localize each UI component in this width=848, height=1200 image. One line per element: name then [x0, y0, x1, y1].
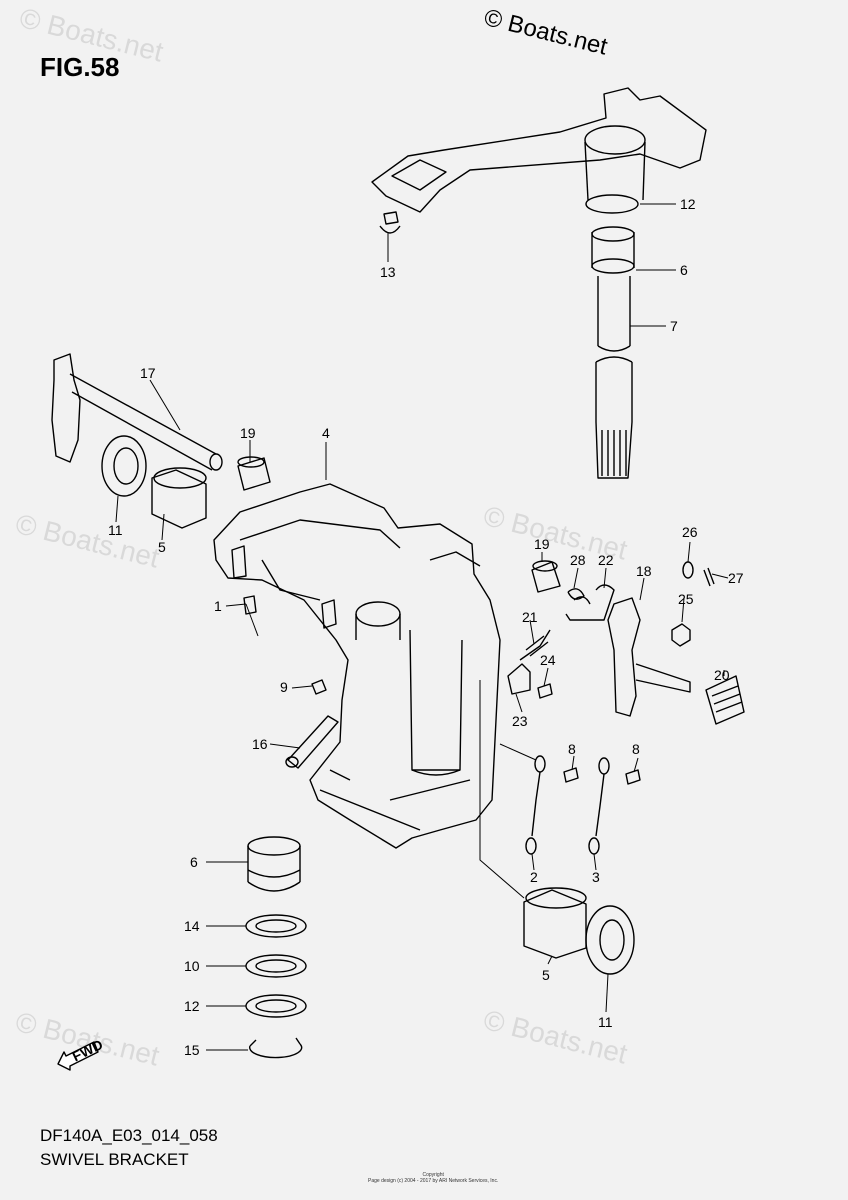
callout-17: 17 — [140, 365, 156, 381]
washer-10 — [245, 954, 307, 978]
fineprint-line-2: Page design (c) 2004 - 2017 by ARI Netwo… — [368, 1178, 499, 1184]
diagram-name: SWIVEL BRACKET — [40, 1150, 189, 1169]
callout-2: 2 — [530, 869, 538, 885]
callout-4: 4 — [322, 425, 330, 441]
bushing-5-left — [151, 467, 207, 529]
callout-22: 22 — [598, 552, 614, 568]
ground-wire-2 — [525, 755, 546, 855]
callout-8-left: 8 — [568, 741, 576, 757]
callout-11-right: 11 — [598, 1014, 613, 1030]
bolt-8-right — [625, 769, 641, 785]
washer-11-left — [101, 435, 147, 497]
fineprint-line-1: Copyright — [422, 1172, 444, 1178]
knob-20 — [705, 675, 745, 725]
washer-26 — [682, 561, 694, 579]
callout-15: 15 — [184, 1042, 200, 1058]
washer-11-right — [585, 905, 635, 975]
figure-title: FIG.58 — [40, 52, 120, 82]
callout-6-bottom: 6 — [190, 854, 198, 870]
callout-19-right: 19 — [534, 536, 550, 552]
bolt-24 — [537, 683, 553, 699]
callout-26: 26 — [682, 524, 698, 540]
steering-shaft — [585, 194, 639, 479]
callout-14: 14 — [184, 918, 200, 934]
cotter-pin-27 — [703, 567, 715, 587]
plate-23 — [507, 663, 531, 695]
callout-7: 7 — [670, 318, 678, 334]
snap-ring-15 — [249, 1037, 303, 1059]
steering-arm — [371, 87, 707, 213]
collar-19-right — [531, 560, 561, 593]
callout-5-left: 5 — [158, 539, 166, 555]
collar-19-left — [237, 456, 271, 491]
bushing-6-lower — [247, 836, 301, 892]
callout-20: 20 — [714, 667, 730, 683]
spring-21 — [519, 629, 551, 661]
callout-8-right: 8 — [632, 741, 640, 757]
callout-6-top: 6 — [680, 262, 688, 278]
nut-25 — [671, 623, 691, 647]
bolt-9 — [311, 679, 327, 695]
tilt-lock-shaft — [51, 353, 223, 471]
fwd-label: FWD — [70, 1036, 102, 1064]
callout-labels: 12 6 7 13 17 19 4 11 5 1 9 16 19 28 22 1… — [108, 196, 744, 1058]
callout-12-top: 12 — [680, 196, 696, 212]
callout-16: 16 — [252, 736, 268, 752]
grease-nipple-1 — [243, 595, 257, 615]
spring-hook-22 — [565, 584, 615, 621]
callout-28: 28 — [570, 552, 586, 568]
lock-lever-18 — [607, 597, 691, 717]
callout-27: 27 — [728, 570, 744, 586]
callout-25: 25 — [678, 591, 694, 607]
fineprint: Copyright Page design (c) 2004 - 2017 by… — [368, 1172, 498, 1184]
callout-24: 24 — [540, 652, 556, 668]
bolt-8-left — [563, 767, 579, 783]
leader-lines — [115, 203, 729, 1051]
callout-1: 1 — [214, 598, 222, 614]
swivel-bracket-body — [213, 483, 501, 849]
callout-21: 21 — [522, 609, 538, 625]
callout-13: 13 — [380, 264, 396, 280]
callout-11-left: 11 — [108, 522, 123, 538]
spring-28 — [567, 588, 591, 605]
bolt-13 — [379, 211, 401, 234]
bushing-5-right — [523, 887, 587, 959]
callout-9: 9 — [280, 679, 288, 695]
callout-3: 3 — [592, 869, 600, 885]
ground-wire-3 — [588, 757, 610, 855]
callout-10: 10 — [184, 958, 200, 974]
diagram-code: DF140A_E03_014_058 — [40, 1126, 218, 1145]
fwd-arrow-icon: FWD — [57, 1036, 102, 1071]
washer-12-lower — [245, 994, 307, 1018]
washer-14 — [245, 914, 307, 938]
callout-18: 18 — [636, 563, 652, 579]
bracket-16 — [285, 715, 339, 769]
callout-19-left: 19 — [240, 425, 256, 441]
callout-23: 23 — [512, 713, 528, 729]
callout-5-right: 5 — [542, 967, 550, 983]
callout-12-bottom: 12 — [184, 998, 200, 1014]
